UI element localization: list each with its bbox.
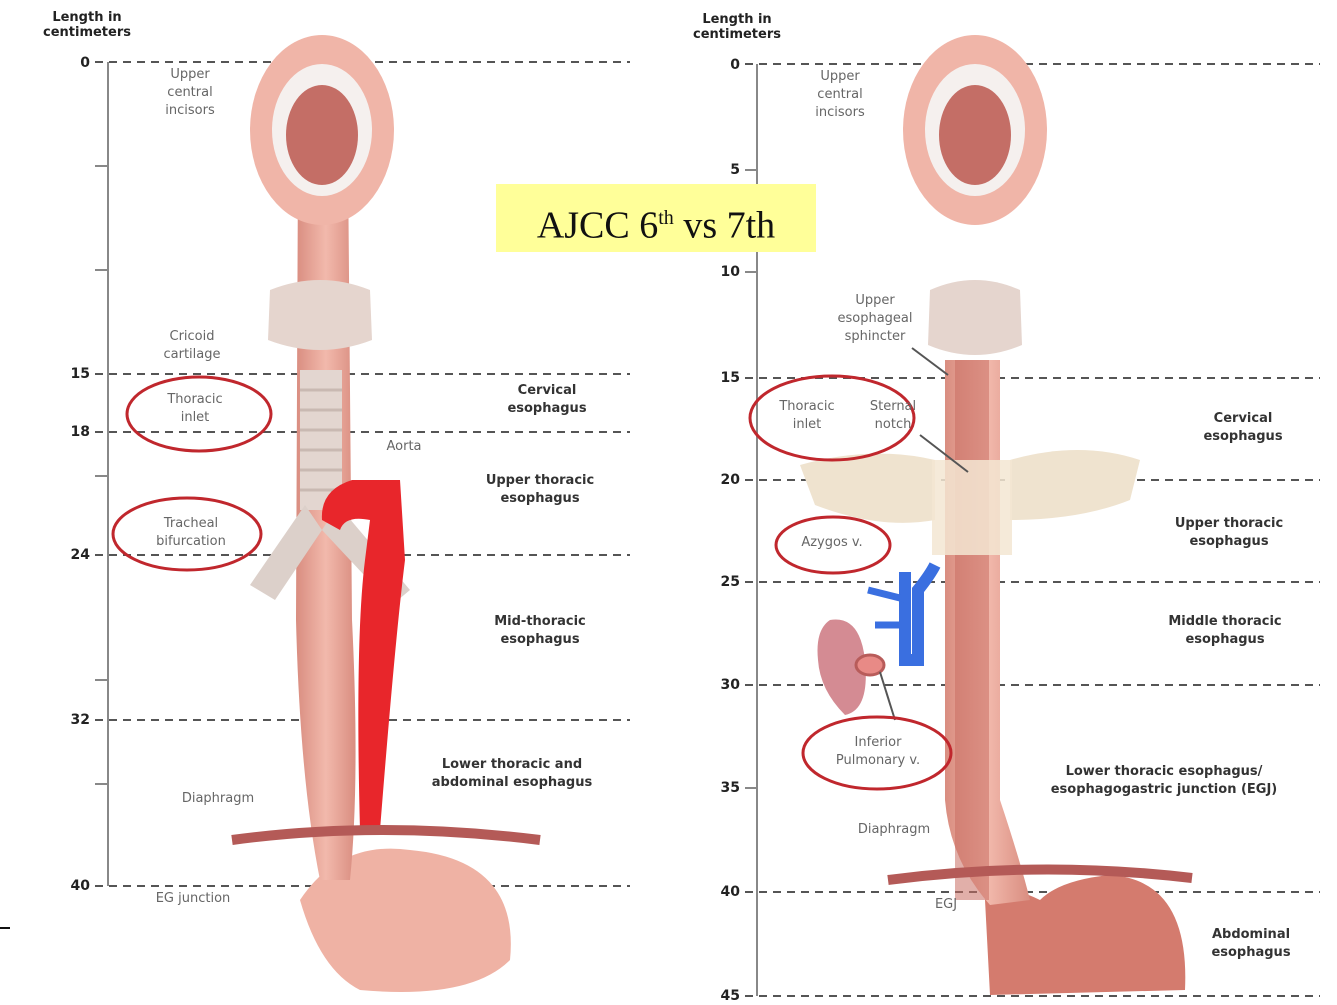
right-tick-45: 45 [700,988,740,1004]
right-tick-40: 40 [700,884,740,900]
right-label-diaphragm: Diaphragm [842,821,946,839]
left-minor-ticks [95,166,108,784]
left-anatomy [232,35,540,992]
left-label-incisors: Upper central incisors [150,66,230,120]
left-label-thoracic-inlet: Thoracic inlet [158,391,232,427]
right-clavicle-left [800,454,935,523]
left-tick-18: 18 [50,424,90,440]
left-axis-header: Length in centimeters [22,10,152,40]
right-segment-middle-thoracic: Middle thoracic esophagus [1150,613,1300,649]
left-label-aorta: Aorta [376,438,432,456]
right-segment-upper-thoracic: Upper thoracic esophagus [1154,515,1304,551]
right-label-ues: Upper esophageal sphincter [820,292,930,346]
left-tick-0: 0 [50,55,90,71]
left-label-eg-junction: EG junction [138,890,248,908]
left-tick-15: 15 [50,366,90,382]
right-segment-abdominal: Abdominal esophagus [1196,926,1306,962]
right-sternum [932,460,1012,555]
left-label-tracheal-bifurcation: Tracheal bifurcation [146,515,236,551]
left-larynx [268,280,372,350]
right-tick-5: 5 [700,162,740,178]
right-clavicle-right [1010,450,1140,520]
left-label-cricoid: Cricoid cartilage [150,328,234,364]
right-tick-25: 25 [700,574,740,590]
right-segment-cervical: Cervical esophagus [1188,410,1298,446]
right-label-inferior-pulmonary: Inferior Pulmonary v. [818,734,938,770]
left-segment-cervical: Cervical esophagus [492,382,602,418]
right-tick-0: 0 [700,57,740,73]
right-tick-15: 15 [700,370,740,386]
right-label-egj: EGJ [918,896,974,914]
comparison-title: AJCC 6th vs 7th [496,184,816,252]
right-anatomy [800,35,1192,995]
right-tick-10: 10 [700,264,740,280]
left-segment-mid-thoracic: Mid-thoracic esophagus [478,613,602,649]
right-larynx [928,280,1022,355]
left-label-diaphragm: Diaphragm [168,790,268,808]
right-axis-header: Length in centimeters [672,12,802,42]
right-label-thoracic-inlet: Thoracic inlet [770,398,844,434]
right-segment-lower-thoracic-egj: Lower thoracic esophagus/ esophagogastri… [1014,763,1314,799]
left-segment-upper-thoracic: Upper thoracic esophagus [468,472,612,508]
left-segment-lower-thoracic: Lower thoracic and abdominal esophagus [410,756,614,792]
right-label-incisors: Upper central incisors [800,68,880,122]
right-tick-35: 35 [700,780,740,796]
right-label-sternal-notch: Sternal notch [858,398,928,434]
right-azygos-vein [905,565,935,660]
left-tick-24: 24 [50,547,90,563]
left-tick-32: 32 [50,712,90,728]
right-label-azygos: Azygos v. [784,534,880,552]
right-diaphragm [888,869,1192,880]
right-tick-30: 30 [700,677,740,693]
right-tick-20: 20 [700,472,740,488]
left-diaphragm [232,830,540,840]
left-tick-40: 40 [50,878,90,894]
